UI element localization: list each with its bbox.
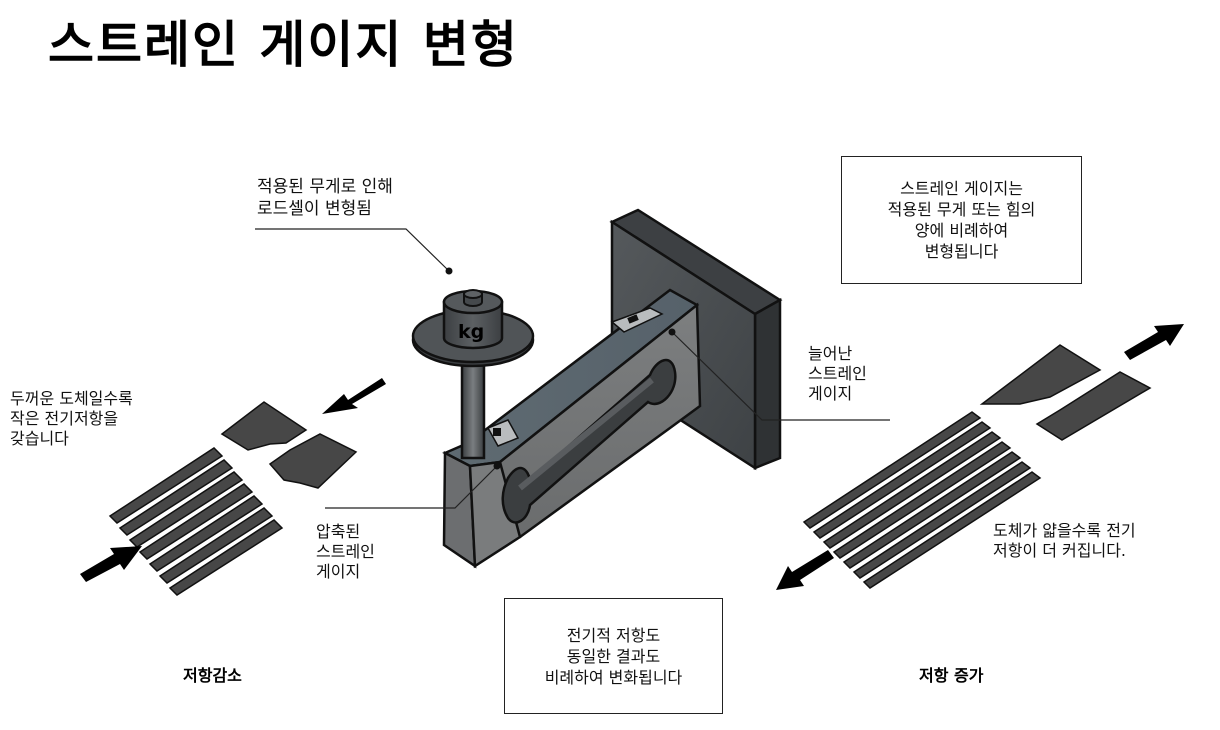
page-title: 스트레인 게이지 변형 [48, 16, 519, 74]
thick-conductor-note: 두꺼운 도체일수록 작은 전기저항을 갖습니다 [10, 389, 133, 449]
compressed-gauge-line-1: 압축된 [316, 522, 361, 541]
resistance-decrease-label: 저항감소 [183, 666, 242, 685]
info-box-top-line-2: 적용된 무게 또는 힘의 [887, 200, 1036, 219]
compressed-gauge-line-2: 스트레인 [316, 542, 375, 561]
stretched-gauge-line-3: 게이지 [808, 384, 853, 403]
stretch-arrow-bottom [776, 550, 834, 590]
compressed-gauge-line-3: 게이지 [316, 562, 361, 581]
stretched-gauge-line-1: 늘어난 [808, 344, 853, 363]
weight-callout-line-1: 적용된 무게로 인해 [257, 177, 393, 197]
info-box-top-line-3: 양에 비례하여 [914, 221, 1009, 240]
weight-callout-line-2: 로드셀이 변형됨 [257, 199, 372, 219]
load-cell-beam [442, 288, 702, 569]
info-box-top-line-1: 스트레인 게이지는 [900, 179, 1023, 198]
info-box-bottom-line-1: 전기적 저항도 [566, 625, 661, 645]
compress-arrow-bottom [80, 546, 142, 582]
resistance-increase-label: 저항 증가 [919, 666, 984, 685]
compress-arrow-top [322, 378, 386, 414]
stretch-arrow-top [1124, 324, 1184, 360]
weight-assembly [411, 289, 535, 460]
weight-callout: 적용된 무게로 인해 로드셀이 변형됨 [257, 176, 393, 220]
thin-conductor-line-2: 저항이 더 커집니다. [993, 541, 1127, 560]
thin-conductor-note: 도체가 얇을수록 전기 저항이 더 커집니다. [993, 521, 1136, 561]
leader-lines [255, 228, 890, 509]
stretched-gauge-label: 늘어난 스트레인 게이지 [808, 344, 867, 404]
stretched-gauge-line-2: 스트레인 [808, 364, 867, 383]
info-box-top-line-4: 변형됩니다 [924, 242, 999, 261]
info-box-top: 스트레인 게이지는 적용된 무게 또는 힘의 양에 비례하여 변형됩니다 [841, 156, 1082, 284]
stretched-gauge-foil [802, 344, 1152, 589]
thick-conductor-line-2: 작은 전기저항을 [10, 409, 119, 428]
compressed-gauge-foil [108, 401, 358, 596]
info-box-bottom: 전기적 저항도 동일한 결과도 비례하여 변화됩니다 [504, 598, 723, 714]
beam-strain-gauge-far [610, 307, 664, 333]
thick-conductor-line-1: 두꺼운 도체일수록 [10, 389, 133, 408]
info-box-bottom-line-2: 동일한 결과도 [566, 646, 661, 666]
compressed-gauge-label: 압축된 스트레인 게이지 [316, 522, 375, 582]
thin-conductor-line-1: 도체가 얇을수록 전기 [993, 521, 1136, 540]
info-box-bottom-line-3: 비례하여 변화됩니다 [544, 667, 683, 687]
weight-unit-label: kg [458, 321, 485, 343]
thick-conductor-line-3: 갖습니다 [10, 429, 69, 448]
beam-strain-gauge-near [486, 419, 520, 447]
